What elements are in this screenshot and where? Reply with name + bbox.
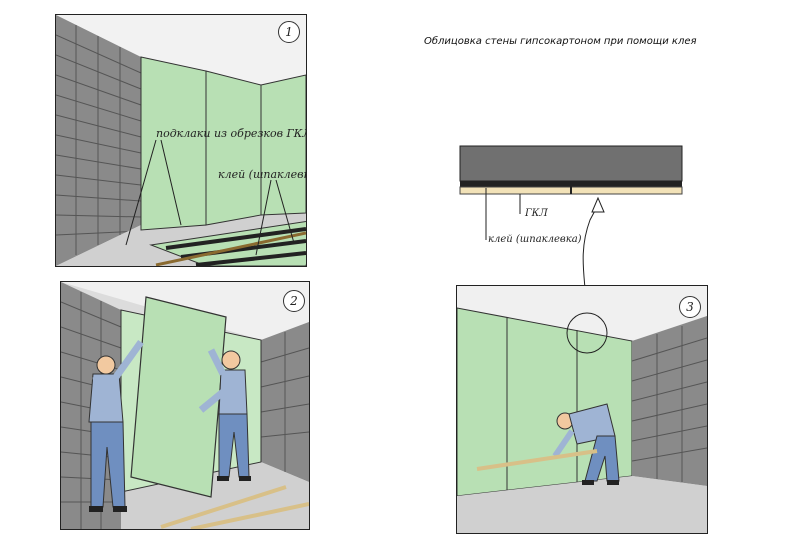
label-glue: клей (шпаклевка) xyxy=(218,168,306,181)
detail-label-glue: клей (шпаклевка) xyxy=(488,234,582,245)
label-spacers: подклаки из обрезков ГКЛ xyxy=(156,127,307,140)
diagram-title: Облицовка стены гипсокартоном при помощи… xyxy=(424,36,697,47)
worker-left xyxy=(88,339,144,512)
step-number-3: 3 xyxy=(679,296,701,318)
drywall-sheet xyxy=(130,296,227,498)
worker-3 xyxy=(552,403,620,485)
panel-3: 3 xyxy=(456,285,708,534)
detail-label-gkl: ГКЛ xyxy=(525,208,548,219)
step-number-1: 1 xyxy=(278,21,300,43)
worker-right xyxy=(198,348,251,481)
panel-2: 2 xyxy=(60,281,310,530)
step-number-2: 2 xyxy=(283,290,305,312)
panel-1: 1 подклаки из обрезков ГКЛ клей (шпаклев… xyxy=(55,14,307,267)
